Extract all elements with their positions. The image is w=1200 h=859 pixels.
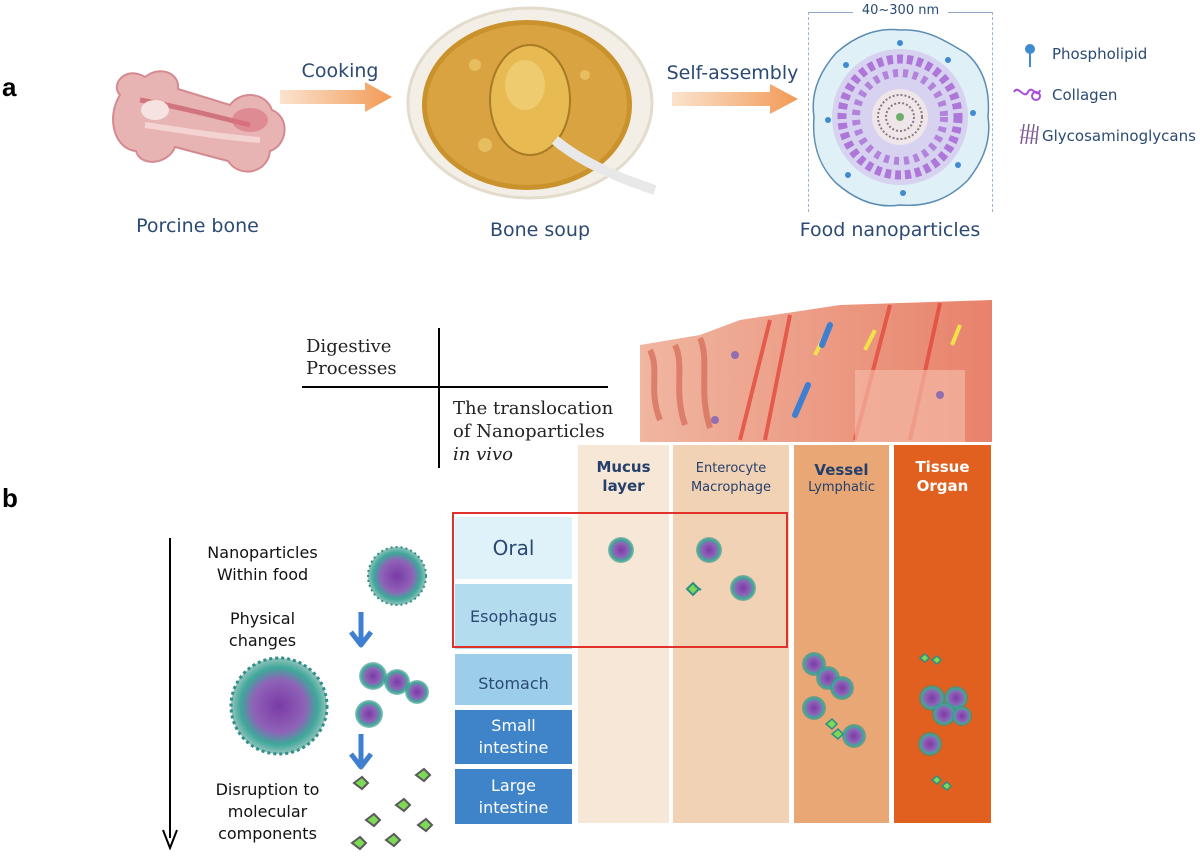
nanoparticle-swollen-icon	[229, 656, 329, 756]
mucus-layer-header: Mucus layer	[578, 458, 669, 496]
oral-esophagus-highlight-box	[452, 512, 788, 648]
organ-oral: Oral	[455, 517, 572, 579]
intestinal-wall-image	[640, 300, 992, 442]
organ-stomach: Stomach	[455, 654, 572, 705]
size-bracket: 40~300 nm	[808, 3, 993, 213]
tissue-header-line1: Tissue	[915, 458, 970, 476]
organ-small-intestine: Small intestine	[455, 710, 572, 764]
disruption-label: Disruption to molecular components	[215, 780, 320, 843]
legend: Phospholipid Collagen Glycosaminoglycans	[1010, 40, 1200, 160]
mucus-layer-column	[578, 445, 669, 823]
down-arrow-icon-2	[349, 734, 373, 770]
within-food-label: Nanoparticles Within food	[207, 543, 318, 584]
digestive-processes-header: Digestive Processes	[306, 336, 397, 379]
nanoparticle-food-icon	[367, 546, 427, 606]
nanoparticle-mucus-oral-icon	[608, 537, 634, 563]
legend-phospholipid-label: Phospholipid	[1052, 45, 1148, 63]
food-nanoparticles-caption: Food nanoparticles	[799, 219, 981, 241]
nanoparticle-entero-oral-icon	[696, 537, 722, 563]
molecular-fragments-icon	[350, 767, 434, 851]
enterocyte-header-line1: Enterocyte	[695, 461, 767, 476]
legend-glycosaminoglycans-label: Glycosaminoglycans	[1042, 127, 1196, 145]
timeline-arrow-icon	[162, 538, 178, 850]
tissue-column	[894, 445, 991, 823]
nanoparticle-vessel-cluster-icon	[802, 652, 866, 748]
vessel-header-line2: Lymphatic	[808, 480, 875, 495]
translocation-header-line3: in vivo	[453, 444, 514, 465]
bone-soup-image	[406, 6, 657, 200]
bone-soup-caption: Bone soup	[489, 219, 591, 241]
header-cross	[302, 328, 612, 468]
cooking-label: Cooking	[301, 60, 379, 82]
enterocyte-header: Enterocyte Macrophage	[673, 459, 789, 497]
translocation-header-line2: of Nanoparticles	[453, 421, 605, 442]
collagen-icon	[1013, 88, 1041, 101]
porcine-bone-image	[112, 70, 286, 173]
self-assembly-label: Self-assembly	[666, 62, 799, 84]
self-assembly-arrow-icon	[672, 84, 798, 114]
mucus-header-line1: Mucus	[596, 458, 651, 476]
panel-a-letter: a	[2, 72, 17, 102]
nanoparticle-tissue-cluster-icon	[918, 652, 972, 792]
legend-collagen-label: Collagen	[1052, 86, 1118, 104]
food-nanoparticle-image	[812, 28, 990, 207]
glycosaminoglycans-icon	[1019, 123, 1039, 145]
nanoparticle-cluster-icon	[355, 662, 429, 728]
physical-changes-label: Physical changes	[228, 609, 297, 650]
translocation-header-line1: The translocation	[453, 398, 614, 419]
enterocyte-column	[673, 445, 789, 823]
tissue-header: Tissue Organ	[894, 458, 991, 496]
down-arrow-icon-1	[349, 612, 373, 648]
porcine-bone-caption: Porcine bone	[136, 215, 259, 237]
fragment-entero-icon	[685, 581, 702, 597]
enterocyte-header-line2: Macrophage	[690, 480, 772, 495]
vessel-column	[794, 445, 889, 823]
organ-large-intestine: Large intestine	[455, 769, 572, 824]
size-label: 40~300 nm	[853, 3, 948, 18]
mucus-header-line2: layer	[602, 477, 645, 495]
cooking-arrow-icon	[280, 82, 392, 112]
vessel-header-line1: Vessel	[814, 461, 869, 479]
phospholipid-icon	[1025, 44, 1035, 67]
tissue-header-line2: Organ	[916, 477, 969, 495]
nanoparticle-entero-esophagus-icon	[730, 575, 756, 601]
vessel-header: Vessel Lymphatic	[794, 461, 889, 497]
panel-b-letter: b	[2, 483, 18, 513]
organ-esophagus: Esophagus	[455, 584, 572, 649]
